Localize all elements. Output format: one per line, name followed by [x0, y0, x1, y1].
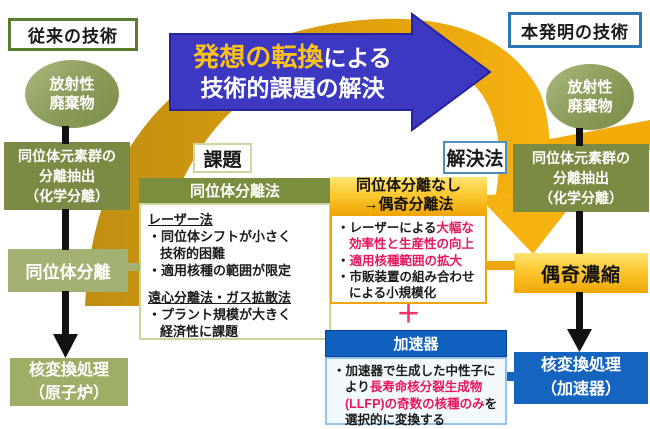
solution-line3-red: 適用核種範囲の拡大: [349, 253, 463, 268]
right-separation-extraction-box: 同位体元素群の 分離抽出 （化学分離）: [513, 144, 649, 212]
solution-line2: 効率性と生産性の向上: [349, 237, 475, 252]
accelerator-line3-red: (LLFP)の奇数の核種のみ: [345, 396, 485, 411]
right-waste-ellipse: 放射性 廃棄物: [546, 64, 634, 130]
left-transmutation-box: 核変換処理 （原子炉）: [10, 358, 128, 406]
solution-line5: による小規模化: [349, 286, 437, 300]
solution-line1-red: 大幅な: [436, 221, 474, 235]
solution-line1: ・レーザーによる大幅な: [337, 220, 480, 236]
isotope-separation-box: 同位体分離: [8, 249, 128, 292]
conventional-tech-label: 従来の技術: [8, 18, 138, 51]
solution-label: 解決法: [443, 141, 507, 174]
right-waste-line2: 廃棄物: [567, 98, 613, 115]
even-odd-enrichment-box: 偶奇濃縮: [514, 253, 648, 293]
left-box1-line2: 分離抽出: [39, 167, 95, 184]
left-waste-line2: 廃棄物: [49, 95, 95, 112]
right-box1-line2: 分離抽出: [553, 169, 609, 186]
down-arrowhead-icon: [567, 329, 592, 352]
issue-line: ・適用核種の範囲が限定: [148, 263, 292, 279]
banner-line1: 発想の転換による: [193, 41, 391, 74]
solution-connector: [487, 261, 515, 270]
right-box1-line1: 同位体元素群の: [532, 149, 630, 166]
solution-line1-black: ・レーザーによる: [337, 221, 437, 235]
left-box1-line3: （化学分離）: [25, 188, 109, 205]
right-transmutation-box: 核変換処理 （加速器）: [514, 352, 648, 404]
accelerator-connector: [507, 372, 516, 381]
down-arrowhead-icon: [53, 334, 78, 358]
accelerator-header: 加速器: [325, 330, 507, 357]
plus-sign: ＋: [396, 301, 421, 328]
left-box3-line1: 核変換処理: [28, 361, 109, 379]
right-box3-line1: 核変換処理: [540, 357, 621, 374]
accelerator-line3-black: を: [484, 396, 498, 411]
issue-line: ・同位体シフトが小さく: [148, 229, 292, 245]
banner-text: 発想の転換による 技術的課題の解決: [175, 36, 410, 108]
solution-header: 同位体分離なし →偶奇分離法: [330, 177, 487, 214]
issue-body: レーザー法 ・同位体シフトが小さく 技術的困難 ・適用核種の範囲が限定 遠心分離…: [139, 203, 331, 340]
solution-header-line1: 同位体分離なし: [355, 176, 461, 194]
issue-header: 同位体分離法: [139, 178, 331, 203]
issue-line: 経済性に課題: [160, 323, 239, 339]
issue-line: ・プラント規模が大きく: [148, 306, 292, 322]
right-box3-line2: （加速器）: [540, 381, 621, 398]
left-waste-ellipse: 放射性 廃棄物: [25, 60, 119, 128]
accelerator-line4: 選択的に変換する: [345, 412, 446, 427]
accelerator-line1: ・加速器で生成した中性子に: [333, 364, 496, 378]
invention-tech-label: 本発明の技術: [508, 12, 642, 48]
issue-label: 課題: [193, 143, 252, 173]
left-waste-line1: 放射性: [49, 75, 95, 93]
issue-method1-title: レーザー法: [148, 212, 213, 227]
issue-connector: [128, 263, 140, 271]
issue-line: 技術的困難: [160, 246, 226, 262]
right-box1-line3: （化学分離）: [539, 190, 623, 207]
solution-body: ・レーザーによる大幅な 効率性と生産性の向上 ・適用核種範囲の拡大 ・市販装置の…: [330, 214, 487, 304]
right-waste-line1: 放射性: [567, 78, 613, 96]
accelerator-line2: より長寿命核分裂生成物: [333, 379, 499, 395]
banner-line2: 技術的課題の解決: [200, 74, 385, 101]
solution-line4: ・市販装置の組み合わせ: [337, 269, 475, 284]
issue-method2-title: 遠心分離法・ガス拡散法: [148, 289, 292, 305]
accelerator-line3: (LLFP)の奇数の核種のみを: [333, 396, 499, 412]
accelerator-line2-black: より: [345, 380, 370, 395]
banner-arrow-icon: [169, 12, 492, 132]
solution-line3-bullet: ・: [337, 253, 350, 268]
solution-header-line2: →偶奇分離法: [363, 195, 454, 213]
solution-line3: ・適用核種範囲の拡大: [337, 253, 480, 269]
banner-highlight: 発想の転換: [193, 42, 324, 73]
left-separation-extraction-box: 同位体元素群の 分離抽出 （化学分離）: [4, 142, 130, 210]
left-box1-line1: 同位体元素群の: [18, 147, 116, 164]
left-box3-line2: （原子炉）: [28, 385, 109, 402]
accelerator-line2-red: 長寿命核分裂生成物: [369, 380, 483, 395]
accelerator-body: ・加速器で生成した中性子に より長寿命核分裂生成物 (LLFP)の奇数の核種のみ…: [325, 357, 507, 427]
banner-suffix: による: [323, 45, 392, 72]
